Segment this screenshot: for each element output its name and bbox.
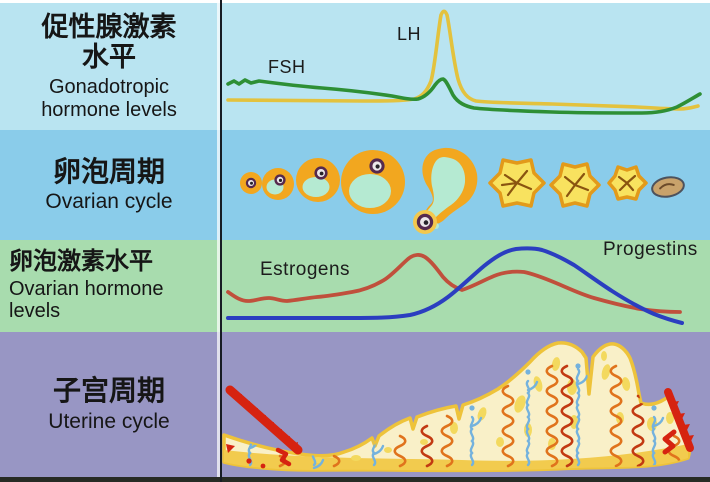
menstruation-shedding-right-icon (662, 388, 694, 455)
panel-ovarian-cycle-title-en: Ovarian cycle (45, 190, 173, 214)
label-chart-divider-line (220, 0, 222, 482)
basal-layer (224, 444, 688, 471)
label-chart-divider-highlight (217, 3, 220, 477)
follicle-mature-icon (341, 150, 405, 214)
gonadotropic-hormone-chart (226, 9, 702, 115)
glands-and-vessels (247, 351, 681, 470)
panel-uterine-cycle: 子宫周期 Uterine cycle (0, 332, 710, 477)
panel-ovarian-hormone-title-zh: 卵泡激素水平 (9, 248, 153, 276)
follicle-growing-icon (296, 158, 340, 202)
endometrium-tissue (222, 341, 692, 473)
panel-ovarian-cycle: 卵泡周期 Ovarian cycle (0, 130, 710, 240)
panel-uterine-cycle-title-zh: 子宫周期 (52, 375, 165, 407)
released-oocyte-icon (413, 210, 437, 234)
corpus-albicans-icon (651, 176, 685, 198)
corpus-luteum-large-icon (488, 158, 546, 208)
endometrium-illustration (222, 341, 694, 473)
lh-curve-label: LH (397, 24, 422, 44)
panel-gonadotropic: 促性腺激素 水平 Gonadotropic hormone levels (0, 3, 710, 130)
fsh-curve-label: FSH (268, 57, 306, 77)
corpus-luteum-medium-icon (549, 162, 601, 208)
panel-ovarian-cycle-title-zh: 卵泡周期 (52, 156, 165, 188)
panel-uterine-cycle-title-en: Uterine cycle (48, 410, 170, 434)
estrogens-curve-label: Estrogens (260, 259, 351, 280)
bottom-border-strip (0, 477, 710, 482)
panel-ovarian-cycle-label: 卵泡周期 Ovarian cycle (0, 130, 218, 240)
corpus-luteum-small-icon (607, 165, 648, 201)
panel-ovarian-hormone: 卵泡激素水平 Ovarian hormone levels (0, 240, 710, 332)
panel-uterine-cycle-label: 子宫周期 Uterine cycle (0, 332, 218, 477)
progestins-curve-label: Progestins (603, 239, 698, 260)
panel-gonadotropic-label: 促性腺激素 水平 Gonadotropic hormone levels (0, 3, 218, 130)
panel-ovarian-hormone-title-en: Ovarian hormone levels (9, 278, 164, 323)
estrogens-curve (226, 253, 682, 314)
fsh-curve (226, 77, 702, 115)
panel-gonadotropic-title-en: Gonadotropic hormone levels (41, 76, 177, 121)
progestins-curve (226, 246, 684, 325)
menstruation-shedding-left-icon (225, 385, 303, 469)
follicle-primary-icon (240, 172, 262, 194)
follicle-secondary-icon (262, 168, 294, 200)
panel-gonadotropic-title-zh-line2: 水平 (82, 42, 136, 73)
panel-ovarian-hormone-label: 卵泡激素水平 Ovarian hormone levels (0, 240, 218, 332)
lh-curve (226, 9, 700, 111)
ovarian-cycle-illustration (240, 147, 685, 234)
ovulation-icon (413, 147, 478, 234)
ovarian-hormone-chart (226, 246, 684, 325)
panel-gonadotropic-title-zh-line1: 促性腺激素 (41, 11, 177, 42)
